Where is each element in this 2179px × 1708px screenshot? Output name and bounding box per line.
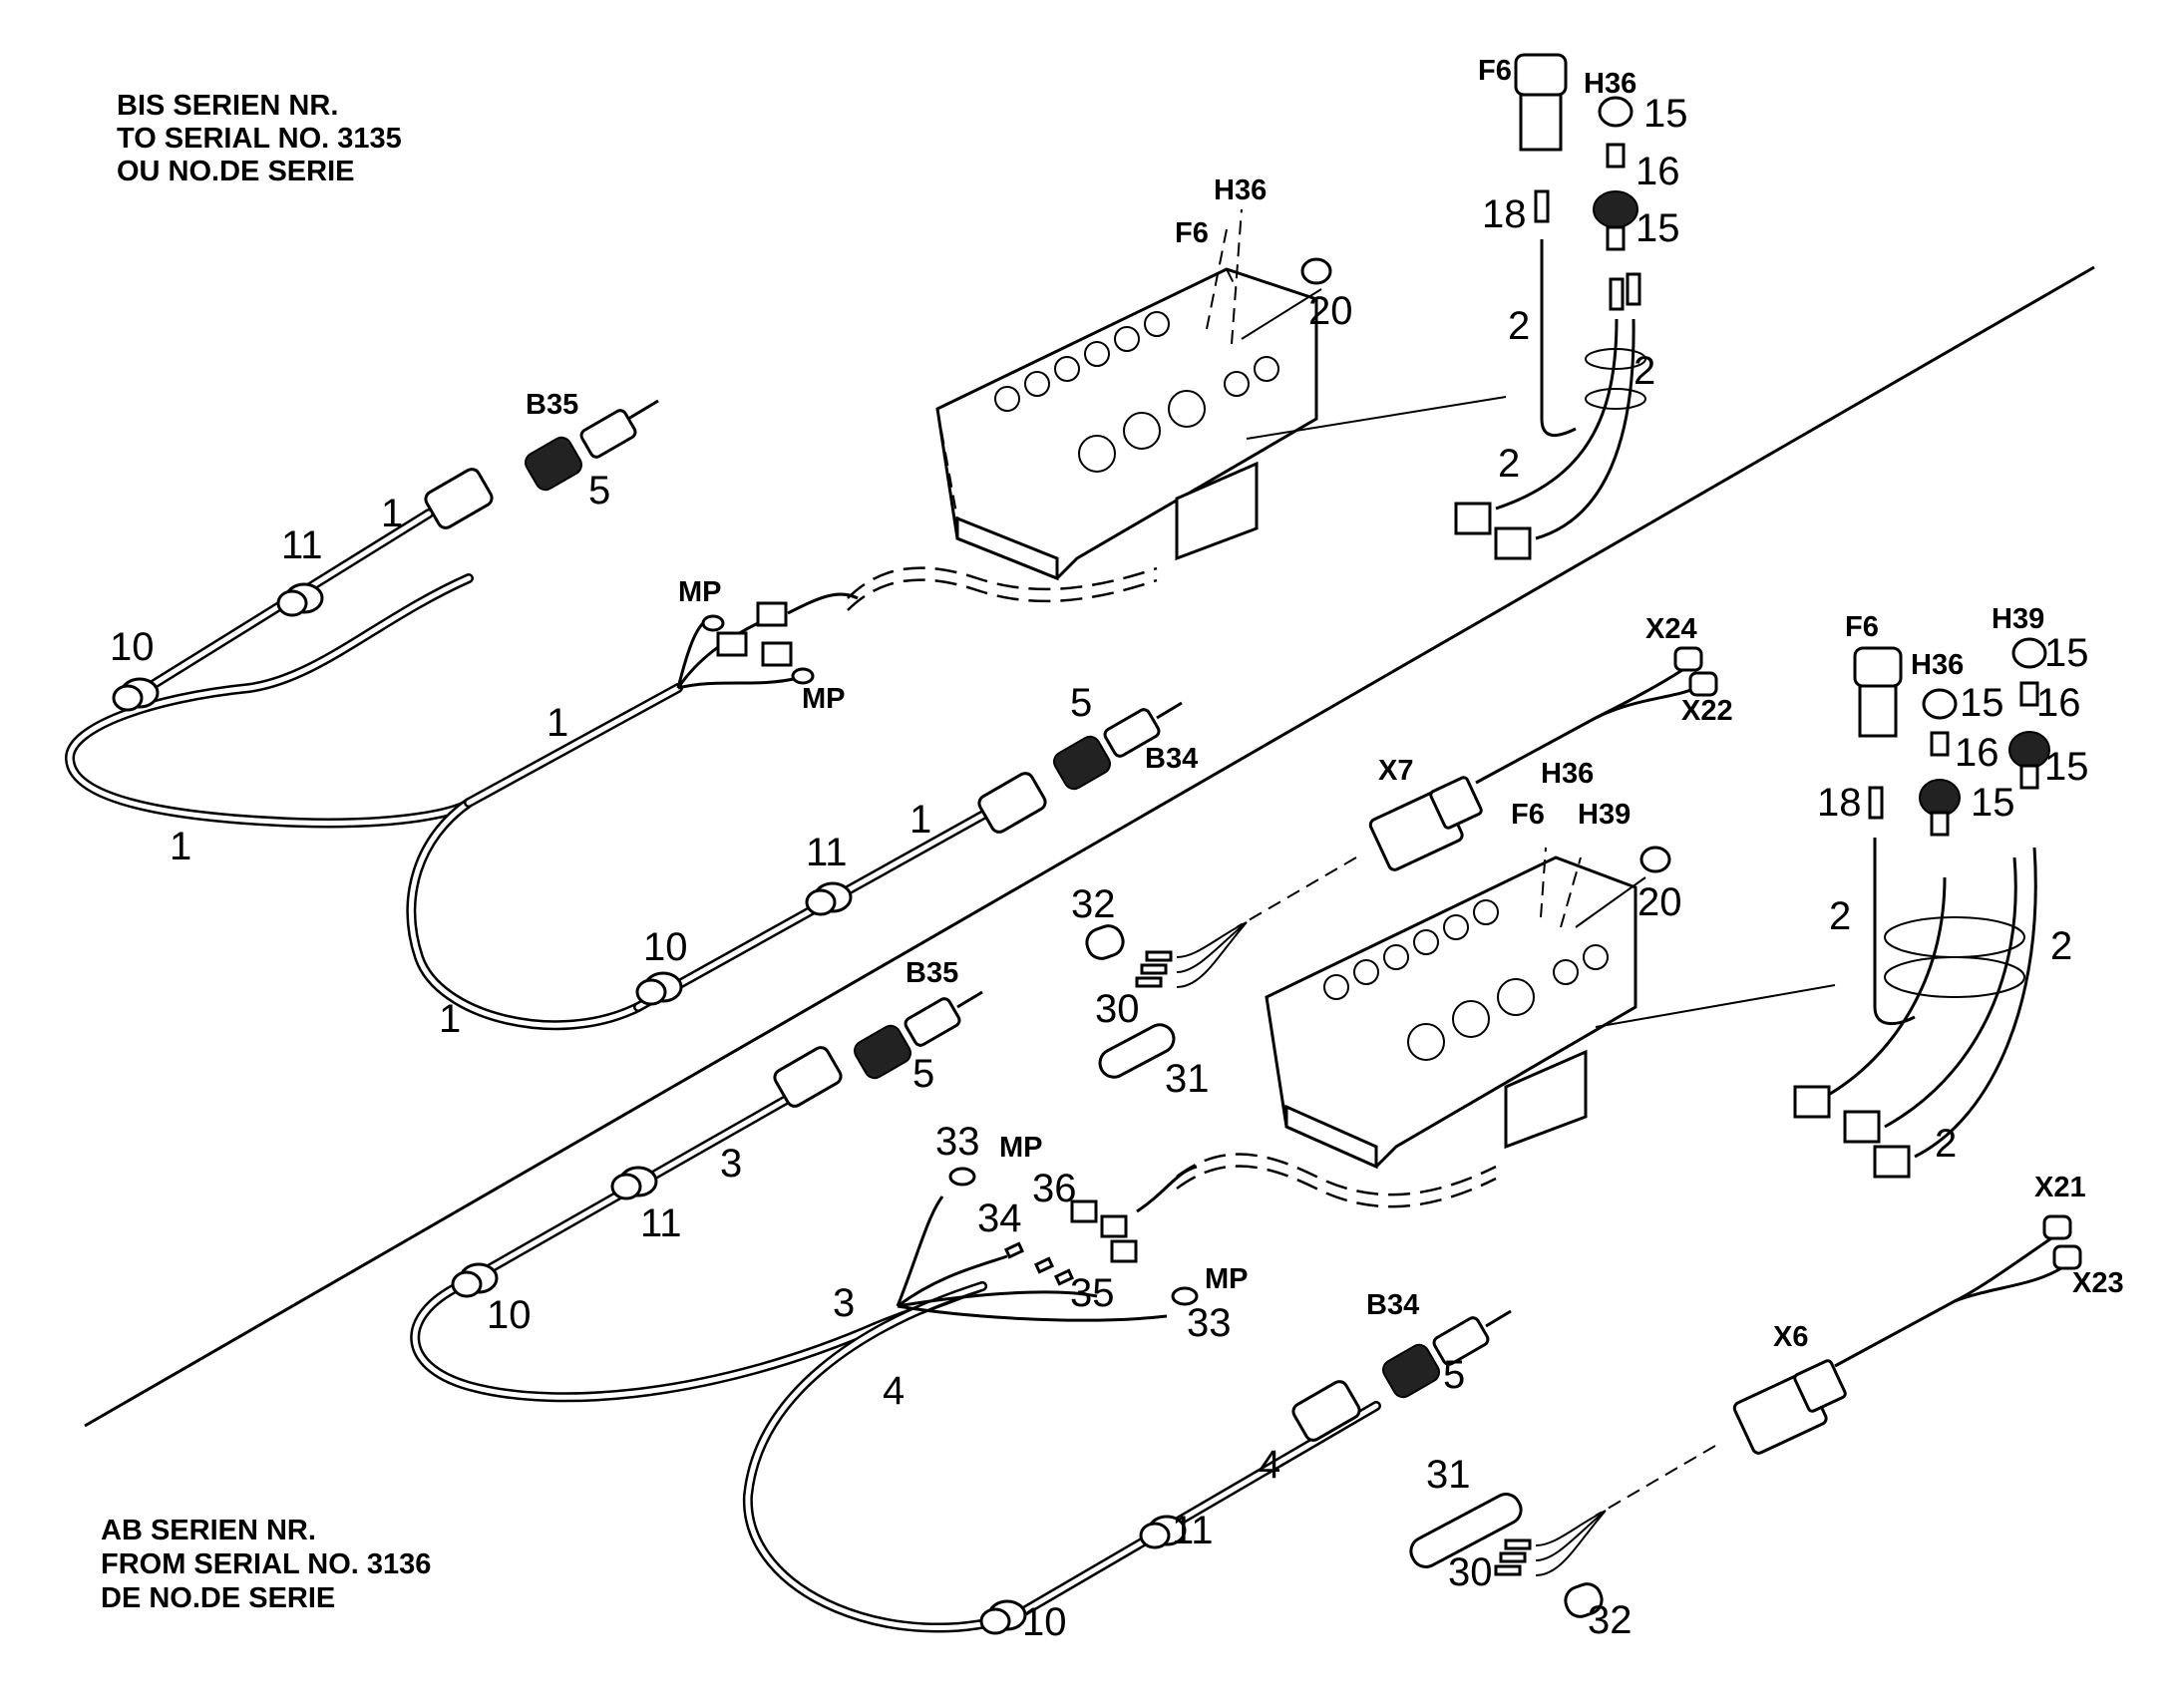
callout-x22: X22 [1681,695,1733,727]
bottom-assembly [410,637,2082,1635]
callout-3: 3 [833,1281,855,1325]
callout-30: 30 [1095,987,1140,1031]
callout-11: 11 [640,1201,682,1245]
callout-15: 15 [1643,92,1688,136]
callout-2: 2 [1634,349,1655,393]
callout-32: 32 [1071,882,1116,926]
callout-11: 11 [1172,1509,1214,1552]
callout-32: 32 [1588,1598,1633,1642]
callout-b34: B34 [1366,1289,1419,1321]
callout-15: 15 [1960,681,2004,725]
callout-31: 31 [1426,1453,1471,1497]
callout-f6: F6 [1478,55,1512,87]
callout-35: 35 [1070,1271,1115,1315]
callout-36: 36 [1032,1167,1077,1210]
callout-30: 30 [1448,1550,1493,1594]
callout-1: 1 [909,798,931,842]
callout-f6: F6 [1511,799,1545,831]
callout-20: 20 [1308,289,1353,333]
callout-h39: H39 [1578,799,1631,831]
callout-1: 1 [381,492,403,535]
callout-16: 16 [1955,731,1999,775]
callout-mp: MP [678,576,722,608]
callout-h36: H36 [1541,758,1594,790]
callout-33: 33 [935,1120,980,1164]
callout-x21: X21 [2034,1172,2086,1203]
callout-18: 18 [1817,781,1862,825]
callout-16: 16 [2036,681,2081,725]
callout-1: 1 [439,997,461,1041]
callout-f6: F6 [1845,611,1879,643]
callout-4: 4 [1259,1443,1280,1487]
header-bottom-line2: FROM SERIAL NO. 3136 [101,1548,431,1580]
callout-18: 18 [1482,192,1527,236]
callout-5: 5 [588,469,610,512]
callout-1: 1 [546,701,568,745]
callout-1: 1 [170,825,191,868]
callout-b35: B35 [906,957,958,989]
header-top-line3: OU NO.DE SERIE [117,156,355,187]
callout-mp: MP [802,683,846,715]
callout-20: 20 [1637,880,1682,924]
callout-15: 15 [2044,745,2089,789]
header-bottom-line3: DE NO.DE SERIE [101,1582,335,1614]
callout-15: 15 [2044,631,2089,675]
callout-3: 3 [720,1142,742,1186]
header-bottom-line1: AB SERIEN NR. [101,1515,316,1546]
callout-10: 10 [643,925,688,969]
callout-31: 31 [1165,1057,1210,1101]
callout-11: 11 [281,523,323,567]
callout-x7: X7 [1378,755,1413,787]
callout-2: 2 [1935,1122,1957,1166]
callout-x6: X6 [1773,1321,1808,1353]
callout-x23: X23 [2072,1267,2124,1299]
callout-16: 16 [1635,150,1680,193]
callout-15: 15 [1971,781,2015,825]
callout-mp: MP [1205,1263,1249,1295]
callout-b35: B35 [526,389,578,421]
callout-b34: B34 [1145,743,1198,775]
callout-2: 2 [1498,442,1520,486]
callout-5: 5 [1443,1353,1465,1397]
callout-11: 11 [806,831,848,874]
callout-5: 5 [912,1052,934,1096]
callout-h36: H36 [1214,174,1267,206]
callout-f6: F6 [1175,217,1209,249]
top-assembly [64,53,1646,1031]
callout-4: 4 [883,1369,905,1413]
callout-h39: H39 [1992,603,2044,635]
callout-34: 34 [977,1196,1022,1240]
callout-5: 5 [1070,681,1092,725]
callout-h36: H36 [1584,68,1636,100]
callout-h36: H36 [1911,649,1964,681]
callout-x24: X24 [1645,613,1697,645]
header-top-line1: BIS SERIEN NR. [117,90,338,122]
callout-2: 2 [1508,304,1530,348]
callout-33: 33 [1187,1301,1232,1345]
callout-10: 10 [1022,1600,1067,1644]
callout-15: 15 [1635,206,1680,250]
callout-mp: MP [999,1132,1043,1164]
header-top-line2: TO SERIAL NO. 3135 [117,123,402,155]
callout-10: 10 [110,625,155,669]
serial-divider-line [84,265,2095,1428]
callout-2: 2 [2050,924,2072,968]
callout-10: 10 [487,1293,532,1337]
callout-2: 2 [1829,894,1851,938]
